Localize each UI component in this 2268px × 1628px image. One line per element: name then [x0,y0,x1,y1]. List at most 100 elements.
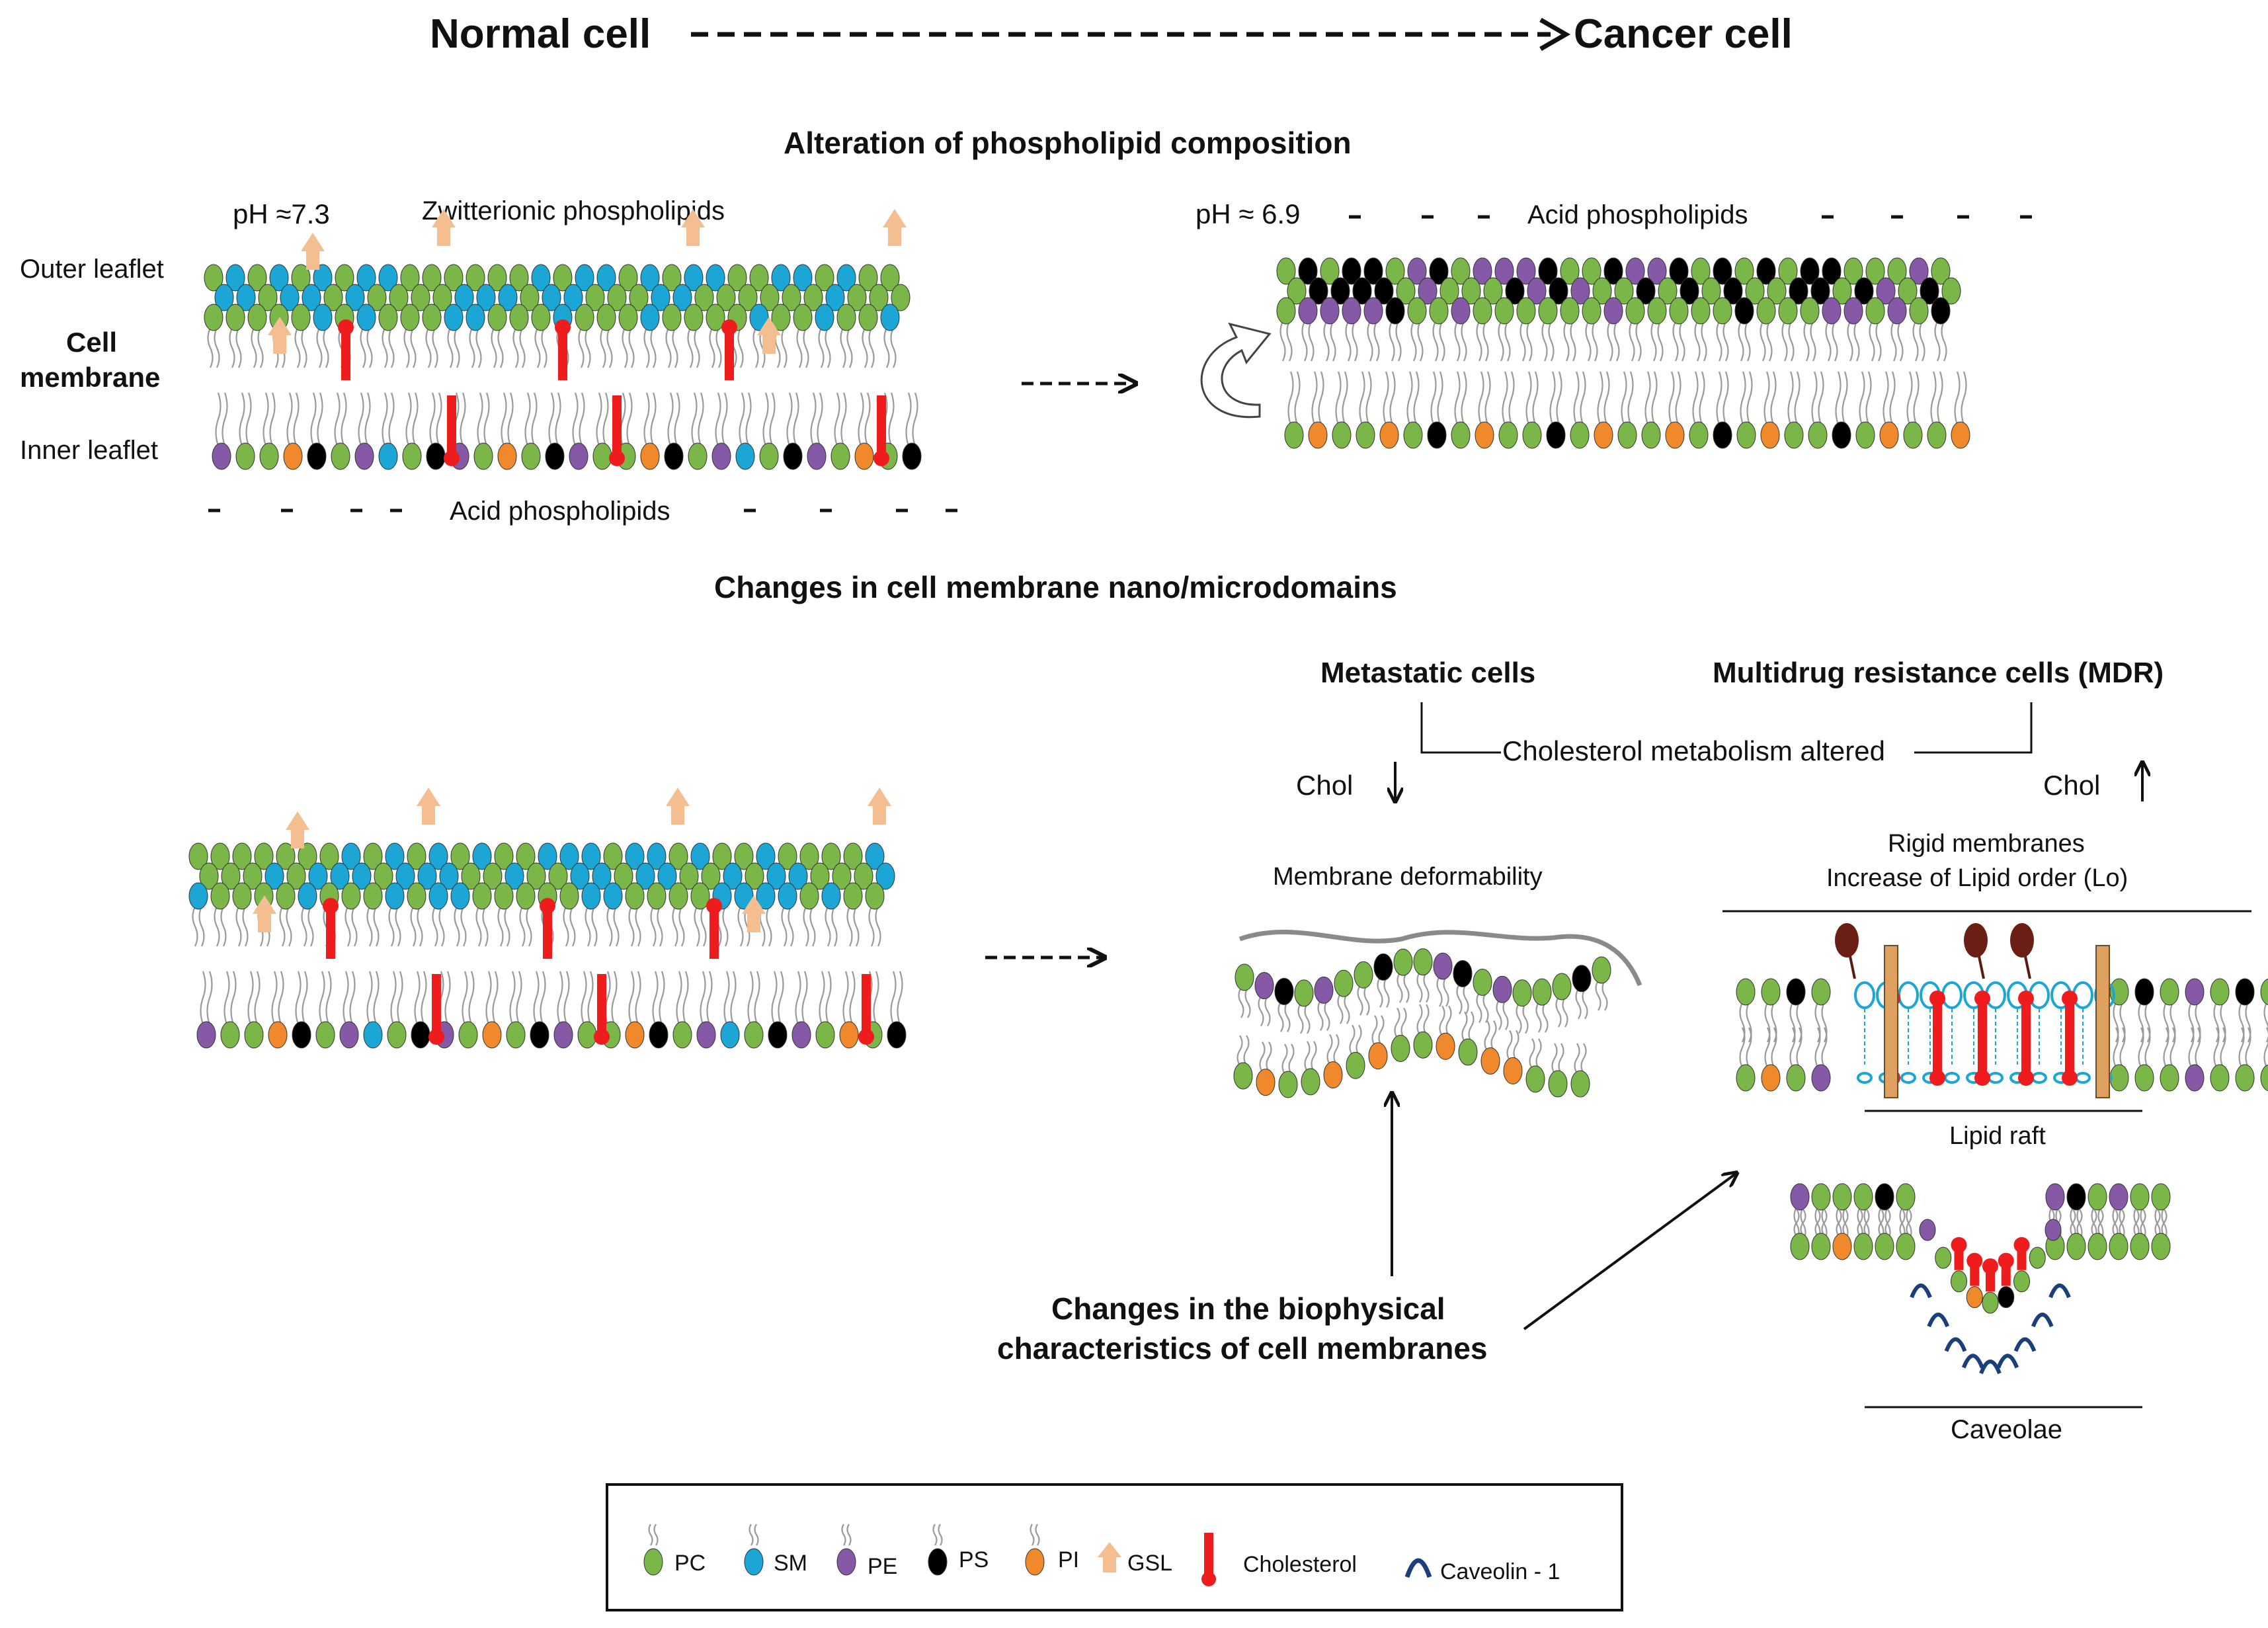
lipid-head [1641,421,1661,449]
lipid-tail [667,392,680,446]
lipid-tail [1359,371,1372,425]
lipid-head [664,442,684,470]
lipid-tail [1859,371,1872,425]
lipid-head [1617,421,1637,449]
lipid-head [1669,257,1689,285]
lipid-head [1582,257,1601,285]
lipid-tail [491,327,504,368]
lipid-head [188,882,208,910]
lipid-head [411,284,430,311]
lipid-tail [846,906,860,947]
lipid-head [618,264,638,292]
lipid-tail [883,327,897,368]
lipid-head [509,304,529,331]
legend-sm: SM [744,1524,807,1576]
lipid-tail [239,392,252,446]
lipid-head [428,882,448,910]
lipid-head [2260,978,2268,1006]
caveolin-1-coat [1996,1354,2019,1369]
lipid-tail [1371,1015,1385,1046]
lipid-tail [672,906,685,947]
lipid-head [1276,297,1296,325]
lipid-tail [2138,1002,2151,1043]
lipid-head [269,264,289,292]
lipid-tail [358,392,371,446]
glycan-head [1964,923,1988,957]
lipid-tail [715,392,728,446]
lipid-tail [1814,1027,1828,1068]
lipid-head [235,442,255,470]
lipid-head [1407,257,1427,285]
lipid-tail [1668,371,1681,425]
lipid-tail [1595,980,1608,1011]
lipid-tail [214,906,227,947]
lipid-head [516,842,536,870]
lipid-tail [606,906,620,947]
ps-icon [928,1524,948,1576]
lipid-head [668,842,688,870]
lipid-tail [1397,972,1410,1003]
lipid-tail [1934,321,1947,362]
lipid-head [1374,277,1394,305]
lipid-head [815,1021,835,1049]
lipid-raft-membrane [1736,923,2268,1098]
metabolism-bracket-left [1420,702,1501,754]
lipid-tail [390,971,403,1025]
legend-caveolin: Caveolin - 1 [1404,1558,1560,1584]
lipid-tail [1787,371,1801,425]
lipid-tail [676,971,689,1025]
lipid-tail [795,971,808,1025]
lipid-head [1418,277,1438,305]
lipid-head [1865,297,1885,325]
lipid-tail [1607,321,1620,362]
lipid-tail [1436,976,1449,1007]
lipid-head [1453,959,1473,987]
lipid-head [592,442,612,470]
lipid-tail [1304,1041,1317,1072]
legend-head [643,1548,663,1576]
lipid-tail [1287,371,1301,425]
lipid-tail [2091,1209,2104,1237]
lipid-head [553,264,573,292]
lipid-head [2130,1233,2150,1260]
lipid-head [2160,1064,2179,1092]
caveolin-1-coat [1910,1283,1932,1299]
lipid-head [307,442,327,470]
lipid-tail [2238,1027,2251,1068]
lipid-head [331,442,350,470]
ph-cancer: pH ≈ 6.9 [1195,198,1300,229]
lipid-head [618,304,638,331]
lipid-head [247,304,267,331]
lipid-head [302,284,321,311]
lipid-head [1713,421,1732,449]
lipid-head [444,264,464,292]
lipid-head [1492,975,1512,1003]
lipid-head [1512,979,1532,1007]
lipid-head [1276,257,1296,285]
legend-label-sm: SM [774,1551,807,1576]
lipid-head [2185,1064,2205,1092]
lipid-head [1391,1034,1410,1062]
lipid-tail [1803,321,1816,362]
legend-pc: PC [643,1524,706,1576]
lipid-tail [1739,1002,1752,1043]
legend-gsl: GSL [1098,1542,1172,1576]
lipid-tail [842,971,856,1025]
normal-membrane-2 [188,788,907,1049]
lipid-head [497,442,517,470]
lipid-tail [1764,1002,1777,1043]
lipid-tail [771,971,784,1025]
lipid-head [1778,297,1798,325]
lipid-tail [1394,1007,1407,1039]
caveolin-1-coat [1961,1354,1984,1369]
cholesterol [1982,1258,1998,1291]
lipid-tail [1869,321,1882,362]
gsl-glycosphingolipid [742,895,766,932]
lipid-tail [643,327,657,368]
lipid-tail [1847,321,1860,362]
caveolin-1-coat [2048,1283,2071,1299]
lipid-head [1570,1070,1590,1098]
lipid-head [254,842,274,870]
lipid-head [1396,277,1416,305]
lipid-tail [1238,987,1251,1018]
